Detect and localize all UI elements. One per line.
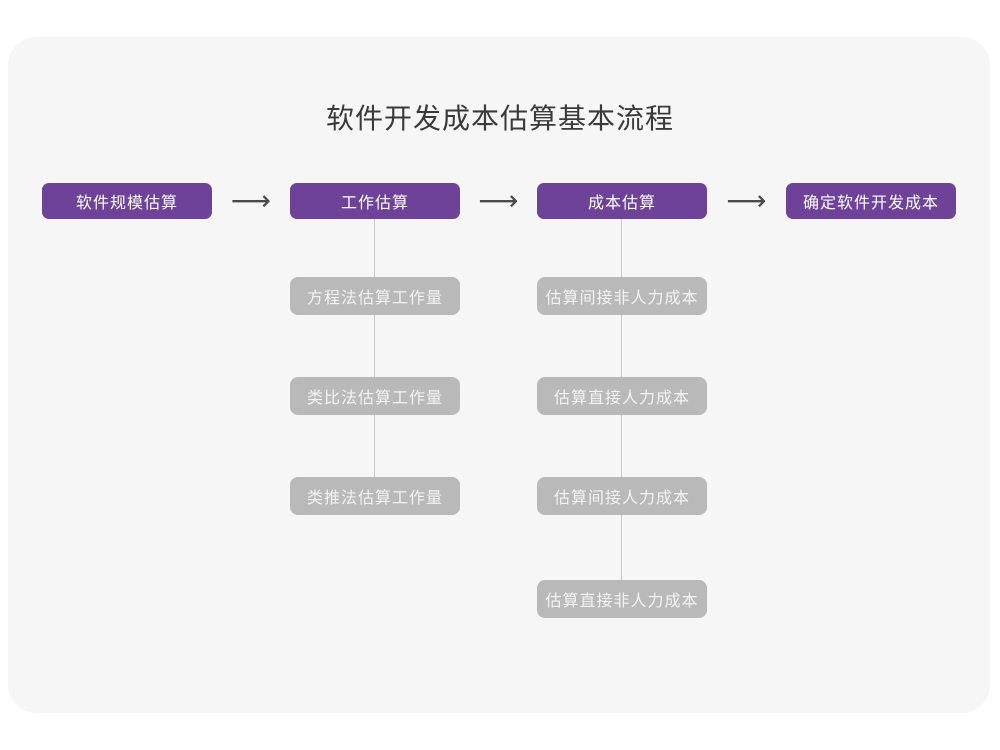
sub-node-direct-non-labor-cost: 估算直接非人力成本 [537,580,707,618]
sub-node-indirect-labor-cost: 估算间接人力成本 [537,477,707,515]
sub-node-analogy-method-workload: 类比法估算工作量 [290,377,460,415]
arrow-right-icon: ⟶ [478,184,519,217]
main-node-work-estimation: 工作估算 [290,183,460,219]
sub-node-indirect-non-labor-cost: 估算间接非人力成本 [537,277,707,315]
sub-node-direct-labor-cost: 估算直接人力成本 [537,377,707,415]
sub-node-equation-method-workload: 方程法估算工作量 [290,277,460,315]
sub-node-extrapolation-method-workload: 类推法估算工作量 [290,477,460,515]
main-node-cost-estimation: 成本估算 [537,183,707,219]
arrow-right-icon: ⟶ [726,184,767,217]
diagram-title: 软件开发成本估算基本流程 [325,102,674,135]
work-column-connector-line [374,218,375,497]
arrow-right-icon: ⟶ [230,184,272,217]
main-node-software-scale-estimation: 软件规模估算 [42,183,212,219]
flowchart-card [8,37,990,713]
main-node-determine-development-cost: 确定软件开发成本 [786,183,956,219]
